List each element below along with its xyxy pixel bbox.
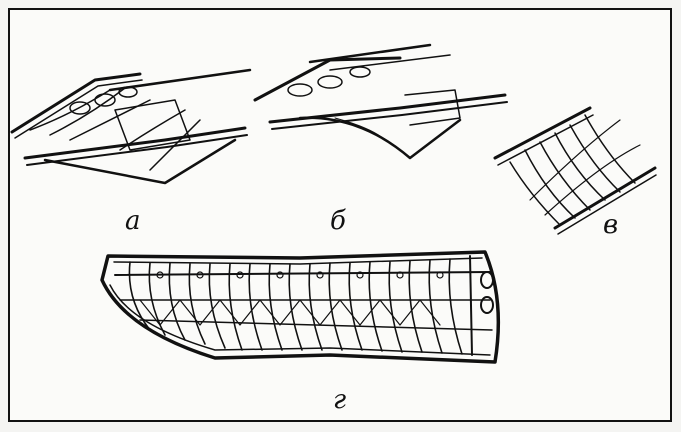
label-g: г: [333, 385, 347, 415]
label-a: а: [125, 206, 141, 236]
drawing-b-wing-section-skinned: [253, 43, 508, 160]
label-v: в: [603, 210, 619, 240]
drawing-a-wing-section: [10, 68, 252, 185]
drawing-v-rib-fan: [493, 106, 657, 235]
label-b: б: [330, 206, 346, 236]
drawing-g-full-wing: [100, 250, 501, 364]
